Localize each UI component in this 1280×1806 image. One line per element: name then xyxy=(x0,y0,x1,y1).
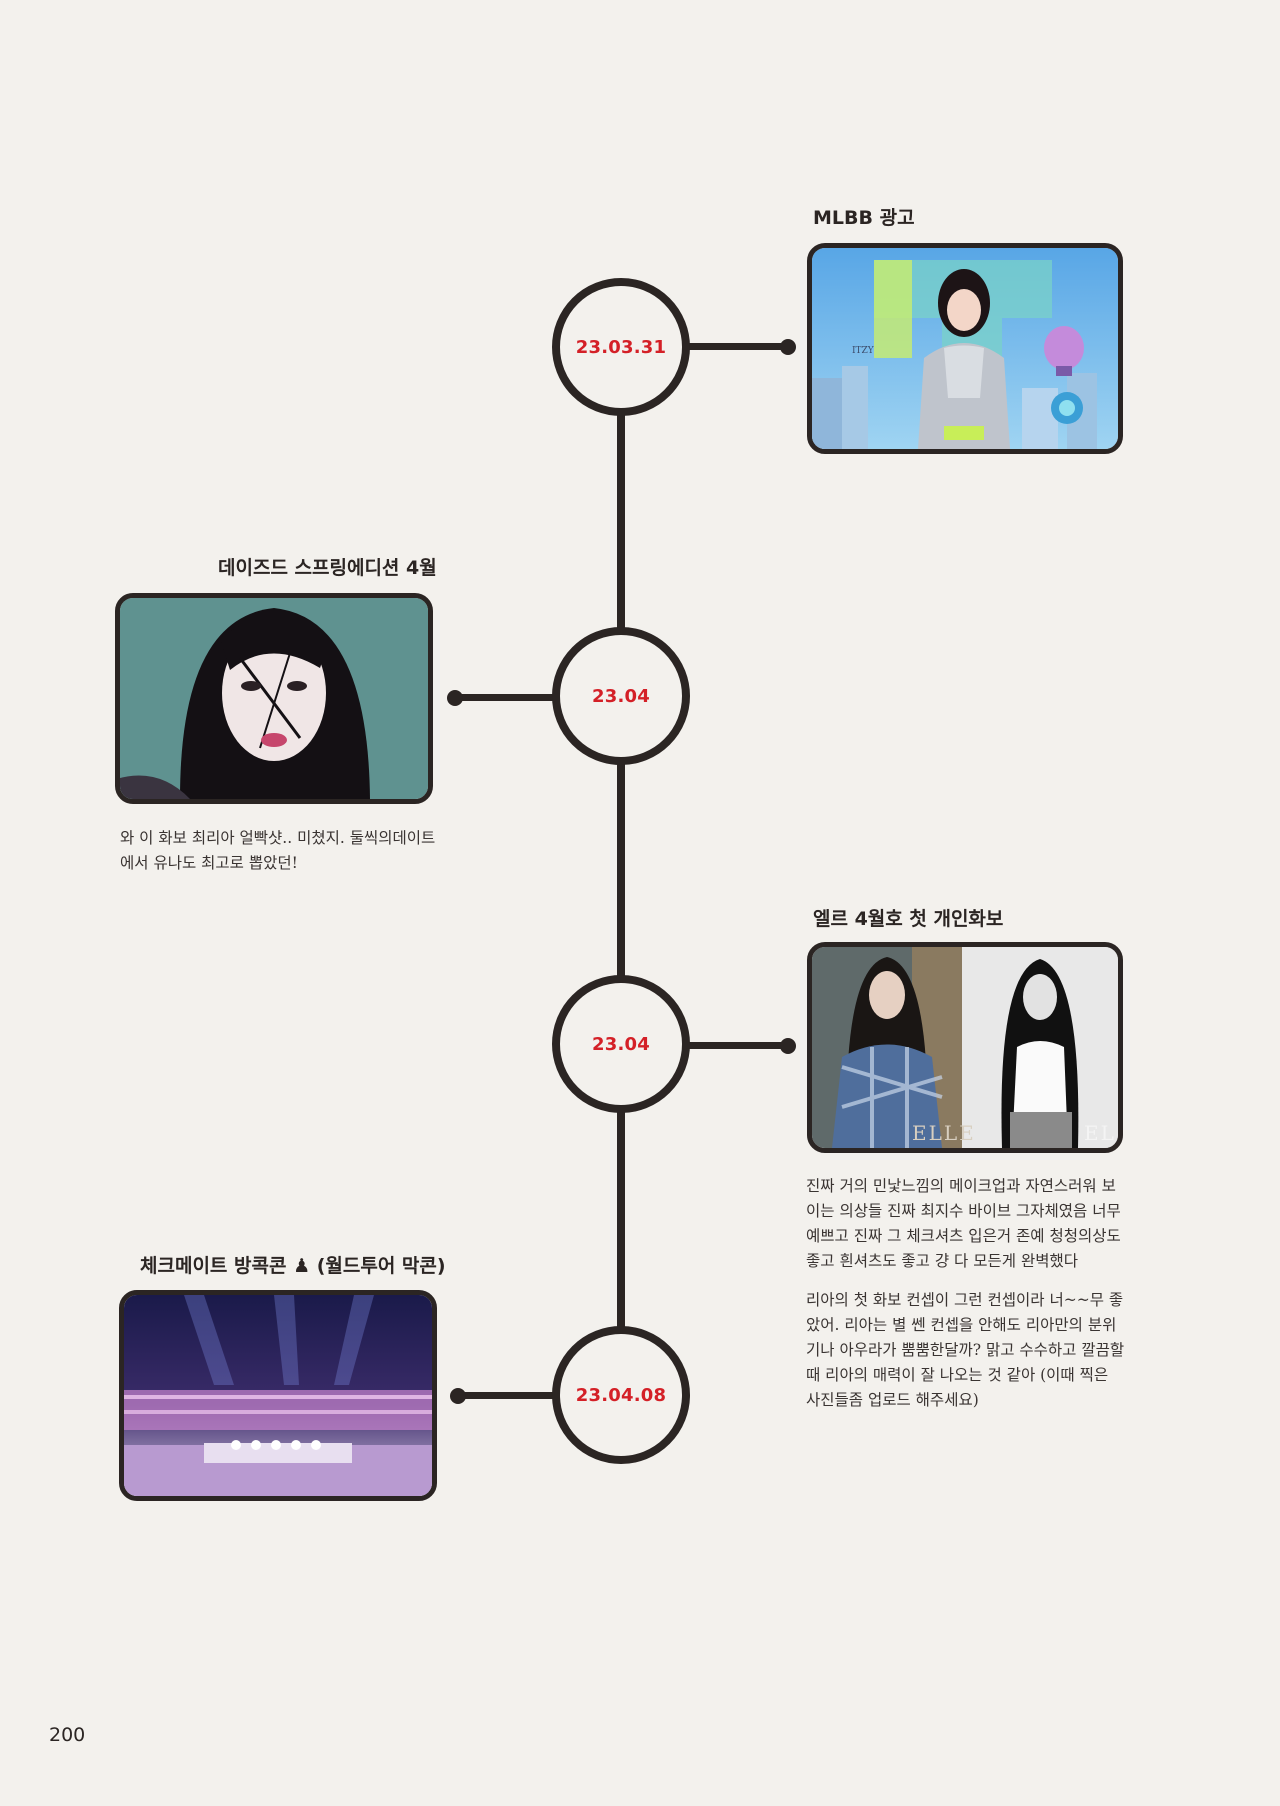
timeline-node-3: 23.04 xyxy=(552,975,690,1113)
description-paragraph: 와 이 화보 최리아 얼빡샷.. 미쳤지. 둘씩의데이트에서 유나도 최고로 뽑… xyxy=(120,829,436,872)
connector-line-1 xyxy=(686,343,786,350)
connector-dot-2 xyxy=(447,690,463,706)
entry-caption: MLBB 광고 xyxy=(813,207,915,229)
photo-mlbb-art xyxy=(812,248,1118,449)
node-date: 23.04.08 xyxy=(575,1384,667,1406)
entry-description: 진짜 거의 민낯느낌의 메이크업과 자연스러워 보이는 의상들 진짜 최지수 바… xyxy=(806,1174,1126,1413)
photo-concert[interactable] xyxy=(119,1290,437,1501)
description-paragraph: 리아의 첫 화보 컨셉이 그런 컨셉이라 너~~무 좋았어. 리아는 별 쎈 컨… xyxy=(806,1291,1125,1409)
connector-dot-3 xyxy=(780,1038,796,1054)
timeline-vertical-line xyxy=(617,345,625,1405)
timeline-node-4: 23.04.08 xyxy=(552,1326,690,1464)
photo-concert-art xyxy=(124,1295,432,1496)
mlbb-brand-text: ITZY xyxy=(852,346,874,356)
page-number: 200 xyxy=(49,1724,86,1746)
node-date: 23.04 xyxy=(592,685,650,707)
timeline-node-1: 23.03.31 xyxy=(552,278,690,416)
connector-dot-4 xyxy=(450,1388,466,1404)
node-date: 23.03.31 xyxy=(575,336,667,358)
node-date: 23.04 xyxy=(592,1033,650,1055)
photo-elle-art xyxy=(812,947,1118,1148)
entry-caption: 엘르 4월호 첫 개인화보 xyxy=(813,908,1004,930)
elle-logo-right: EL xyxy=(1084,1121,1116,1145)
entry-caption: 체크메이트 방콕콘 ♟ (월드투어 막콘) xyxy=(140,1255,446,1277)
entry-description: 와 이 화보 최리아 얼빡샷.. 미쳤지. 둘씩의데이트에서 유나도 최고로 뽑… xyxy=(120,826,440,876)
photo-dazed-art xyxy=(120,598,428,799)
timeline-node-2: 23.04 xyxy=(552,627,690,765)
description-paragraph: 진짜 거의 민낯느낌의 메이크업과 자연스러워 보이는 의상들 진짜 최지수 바… xyxy=(806,1177,1121,1270)
photo-dazed[interactable] xyxy=(115,593,433,804)
photo-mlbb-ad[interactable]: ITZY xyxy=(807,243,1123,454)
entry-caption: 데이즈드 스프링에디션 4월 xyxy=(218,557,437,579)
connector-line-3 xyxy=(686,1042,786,1049)
photo-elle[interactable]: ELLE EL xyxy=(807,942,1123,1153)
connector-line-2 xyxy=(453,694,559,701)
connector-line-4 xyxy=(456,1392,559,1399)
elle-logo-left: ELLE xyxy=(912,1121,976,1145)
connector-dot-1 xyxy=(780,339,796,355)
